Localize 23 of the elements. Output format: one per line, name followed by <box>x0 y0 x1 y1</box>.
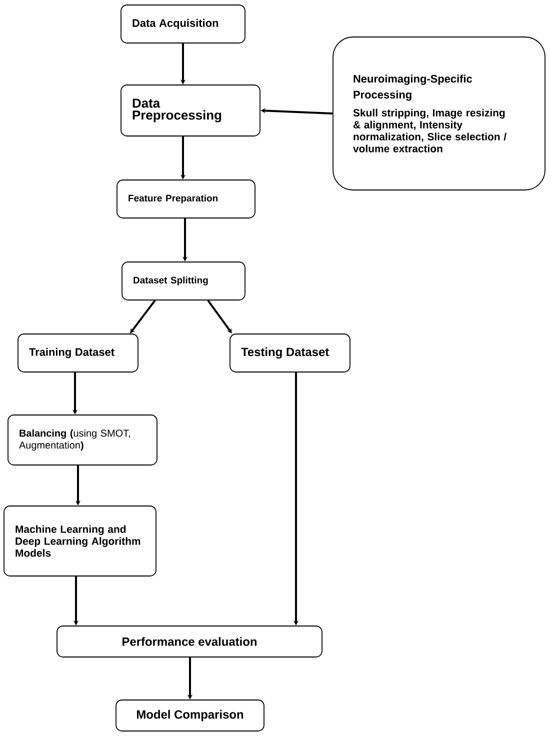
process-box <box>18 334 138 372</box>
process-box <box>332 36 546 190</box>
node-label: Model Comparison <box>137 710 244 722</box>
node-label: Machine Learning and Deep Learning Algorithm Models <box>16 525 140 557</box>
node-label: Data Acquisition <box>132 18 218 30</box>
process-box <box>230 334 350 372</box>
node-label: Balancing (using SMOT, Augmentation) <box>19 429 130 451</box>
node-label: Performance evaluation <box>122 637 256 646</box>
node-label: Neuroimaging-Specific Processing <box>354 74 472 101</box>
process-box <box>120 4 246 44</box>
node-label: Feature Preparation <box>128 194 218 204</box>
process-box <box>56 626 322 658</box>
body-text: Skull stripping, Image resizing & alignment, Intensity normalization, Slice selection / volume extraction <box>353 108 506 152</box>
process-box <box>122 262 246 300</box>
process-box <box>116 180 256 218</box>
node-label: Dataset Splitting <box>134 276 208 286</box>
process-box <box>116 700 264 732</box>
process-box <box>120 84 260 136</box>
node-label: Testing Dataset <box>241 347 329 359</box>
node-label: Training Dataset <box>29 348 114 358</box>
process-box <box>4 506 156 576</box>
process-box <box>8 414 158 466</box>
node-label: Data Preprocessing <box>132 98 222 122</box>
